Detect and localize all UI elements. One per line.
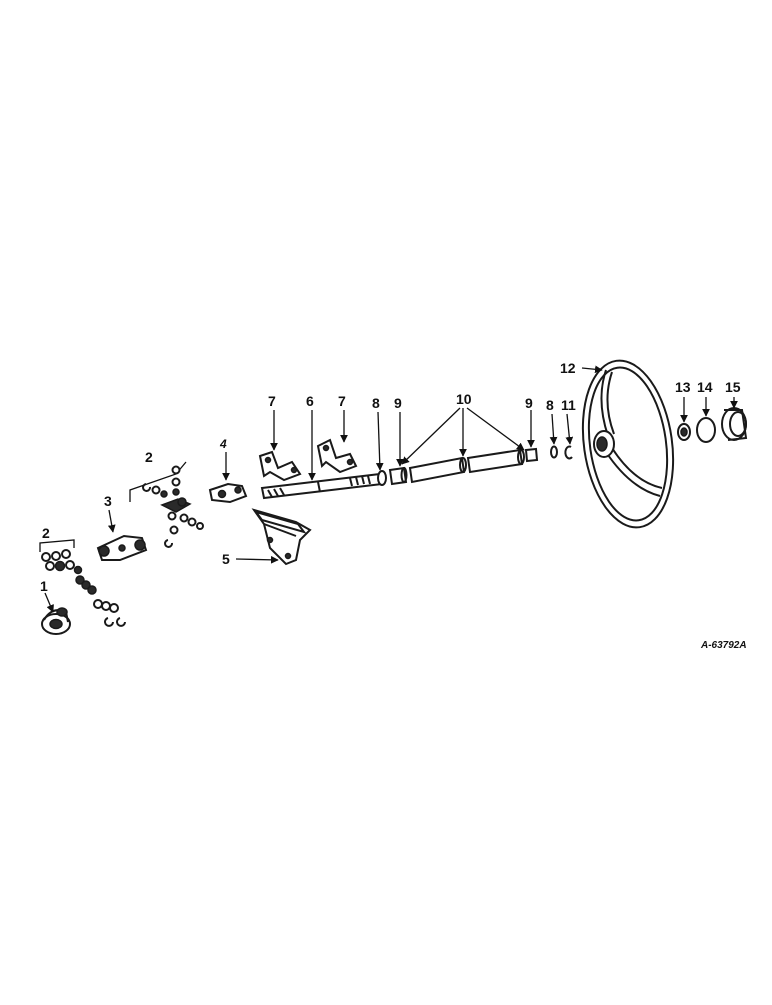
part-9-bushing-lower xyxy=(388,466,408,486)
callout-13: 13 xyxy=(675,379,691,395)
callout-8-upper: 8 xyxy=(546,397,554,413)
callout-15: 15 xyxy=(725,379,741,395)
callout-2-lower: 2 xyxy=(42,525,50,541)
part-8-washer-lower xyxy=(377,470,387,486)
part-3-universal-joint xyxy=(96,534,148,561)
callout-3: 3 xyxy=(104,493,112,509)
part-2-spider-kit-upper xyxy=(129,461,204,548)
callout-7-right: 7 xyxy=(338,393,346,409)
callout-11: 11 xyxy=(561,397,576,413)
part-8-washer-upper xyxy=(550,445,558,459)
part-12-steering-wheel xyxy=(581,359,675,529)
part-5-bracket xyxy=(251,508,312,566)
part-14-ring xyxy=(696,417,716,443)
part-9-bushing-upper xyxy=(524,447,539,463)
part-2-bearing-kit-lower xyxy=(39,539,126,627)
callout-6: 6 xyxy=(306,393,314,409)
part-11-snap-ring xyxy=(564,445,573,460)
figure-code: A-63792A xyxy=(700,640,747,651)
callout-leaders xyxy=(44,365,738,613)
part-4-upper-yoke xyxy=(208,482,248,504)
callout-5: 5 xyxy=(222,551,230,567)
callout-2-upper: 2 xyxy=(145,449,153,465)
callout-12: 12 xyxy=(560,360,576,376)
part-1-coupling xyxy=(41,607,71,635)
callout-10: 10 xyxy=(456,391,472,407)
part-7-clamp-left xyxy=(258,450,302,482)
part-7-clamp-right xyxy=(316,438,358,474)
part-13-nut xyxy=(677,423,691,441)
callout-9-upper: 9 xyxy=(525,395,533,411)
callout-7-left: 7 xyxy=(268,393,276,409)
callout-9-lower: 9 xyxy=(394,395,402,411)
part-15-cover xyxy=(721,407,748,441)
callout-4: 4 xyxy=(219,437,227,451)
callout-labels: 1 2 2 3 4 5 6 7 7 8 8 9 9 10 11 12 13 14… xyxy=(40,360,741,594)
callout-1: 1 xyxy=(40,578,48,594)
callout-8-lower: 8 xyxy=(372,395,380,411)
callout-14: 14 xyxy=(697,379,713,395)
part-10-jacket-tubes xyxy=(408,448,525,484)
